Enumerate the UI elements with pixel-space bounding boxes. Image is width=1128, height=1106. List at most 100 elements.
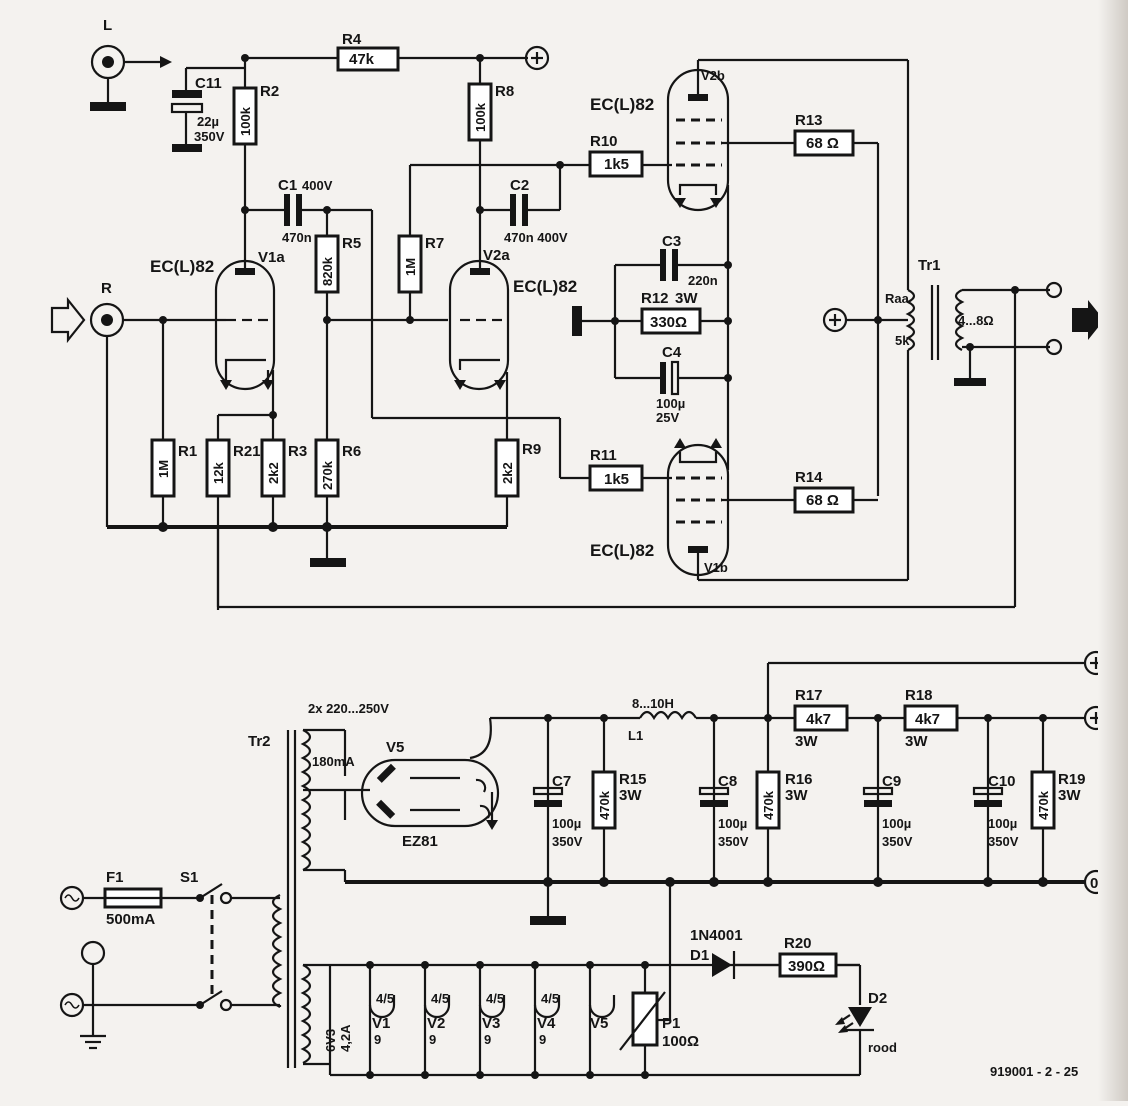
v1a-tube-type: EC(L)82 bbox=[150, 257, 214, 276]
ground-cathode bbox=[572, 306, 582, 336]
s1-mains-switch[interactable] bbox=[196, 883, 233, 1012]
r10-resistor bbox=[588, 150, 644, 178]
v2-heater-label: V2 bbox=[427, 1015, 445, 1032]
v1b-tube-type: EC(L)82 bbox=[590, 541, 654, 560]
l-input-jack bbox=[90, 44, 172, 111]
r7-value: 1M bbox=[403, 258, 418, 276]
mains-input-bottom bbox=[59, 992, 200, 1018]
r4-label: R4 bbox=[342, 31, 362, 48]
p1-value: 100Ω bbox=[662, 1033, 699, 1050]
c9-value-2: 350V bbox=[882, 834, 913, 849]
d2-led bbox=[835, 1007, 874, 1075]
r15-label: R15 bbox=[619, 771, 647, 788]
c1-value-2: 470n bbox=[282, 230, 312, 245]
r1-resistor bbox=[150, 438, 176, 498]
r12-power: 3W bbox=[675, 290, 698, 307]
r5-resistor bbox=[314, 234, 340, 294]
c10-capacitor bbox=[972, 786, 1004, 796]
s1-label: S1 bbox=[180, 869, 198, 886]
v1b-label: V1b bbox=[704, 560, 728, 575]
r4-value: 47k bbox=[349, 51, 375, 68]
v3-heater-pin9: 9 bbox=[484, 1032, 491, 1047]
ground-amp bbox=[310, 558, 346, 567]
c8-label: C8 bbox=[718, 773, 737, 790]
c4-value-2: 25V bbox=[656, 410, 679, 425]
r6-value: 270k bbox=[320, 460, 335, 490]
r5-value: 820k bbox=[320, 256, 335, 286]
tr2-secondary-voltage: 2x 220...250V bbox=[308, 701, 389, 716]
tr2-current: 180mA bbox=[312, 754, 355, 769]
v1-heater-pin: 4/5 bbox=[376, 991, 394, 1006]
r7-label: R7 bbox=[425, 235, 444, 252]
raa-label: Raa bbox=[885, 291, 910, 306]
v2a-tube-type: EC(L)82 bbox=[513, 277, 577, 296]
f1-value: 500mA bbox=[106, 911, 155, 928]
r20-label: R20 bbox=[784, 935, 812, 952]
c8-value-1: 100µ bbox=[718, 816, 747, 831]
v4-heater-pin: 4/5 bbox=[541, 991, 559, 1006]
r17-value: 4k7 bbox=[806, 711, 831, 728]
v1a-tube bbox=[214, 259, 276, 391]
r5-label: R5 bbox=[342, 235, 361, 252]
r18-label: R18 bbox=[905, 687, 933, 704]
page-edge-shadow bbox=[1098, 0, 1128, 1101]
heater-voltage: 6V3 bbox=[323, 1029, 338, 1052]
r1-label: R1 bbox=[178, 443, 197, 460]
v1a-label: V1a bbox=[258, 249, 285, 266]
r18-value: 4k7 bbox=[915, 711, 940, 728]
l-input-label: L bbox=[103, 17, 112, 34]
r-input-label: R bbox=[101, 280, 112, 297]
v1-heater-label: V1 bbox=[372, 1015, 390, 1032]
d2-color: rood bbox=[868, 1040, 897, 1055]
r3-resistor bbox=[260, 438, 286, 498]
r19-label: R19 bbox=[1058, 771, 1086, 788]
v2-heater-pin9: 9 bbox=[429, 1032, 436, 1047]
v4-heater-label: V4 bbox=[537, 1015, 556, 1032]
d1-label: D1 bbox=[690, 947, 709, 964]
tr2-transformer bbox=[271, 729, 312, 1068]
ez81-rectifier-tube bbox=[360, 758, 500, 830]
c11-value-1: 22µ bbox=[197, 114, 219, 129]
c4-label: C4 bbox=[662, 344, 682, 361]
r13-value: 68 Ω bbox=[806, 135, 839, 152]
c11-capacitor bbox=[170, 68, 204, 152]
raa-value: 5k bbox=[895, 333, 910, 348]
v2b-label: V2b bbox=[701, 68, 725, 83]
heater-filament-v3 bbox=[476, 961, 506, 1079]
speaker-terminal-1 bbox=[1045, 281, 1063, 299]
v5-heater-label: V5 bbox=[590, 1015, 608, 1032]
d1-type: 1N4001 bbox=[690, 927, 743, 944]
r19-power: 3W bbox=[1058, 787, 1081, 804]
c9-capacitor bbox=[862, 786, 894, 796]
r14-label: R14 bbox=[795, 469, 823, 486]
r12-label: R12 bbox=[641, 290, 669, 307]
v3-heater-pin: 4/5 bbox=[486, 991, 504, 1006]
heater-current: 4,2A bbox=[338, 1024, 353, 1052]
c9-label: C9 bbox=[882, 773, 901, 790]
c2-label: C2 bbox=[510, 177, 529, 194]
c7-value-2: 350V bbox=[552, 834, 583, 849]
r-output-arrow bbox=[1072, 300, 1104, 340]
r6-label: R6 bbox=[342, 443, 361, 460]
r19-resistor bbox=[1030, 770, 1056, 830]
mains-input-top bbox=[59, 885, 105, 911]
c4-value-1: 100µ bbox=[656, 396, 685, 411]
tr1-label: Tr1 bbox=[918, 257, 941, 274]
r20-value: 390Ω bbox=[788, 958, 825, 975]
tr1-transformer bbox=[874, 285, 1050, 386]
r10-value: 1k5 bbox=[604, 156, 629, 173]
r14-value: 68 Ω bbox=[806, 492, 839, 509]
r9-label: R9 bbox=[522, 441, 541, 458]
v2a-tube bbox=[448, 259, 510, 391]
r15-value: 470k bbox=[597, 790, 612, 820]
c10-value-1: 100µ bbox=[988, 816, 1017, 831]
c11-value-2: 350V bbox=[194, 129, 225, 144]
r15-power: 3W bbox=[619, 787, 642, 804]
r16-label: R16 bbox=[785, 771, 813, 788]
r4-resistor bbox=[336, 46, 400, 72]
c10-value-2: 350V bbox=[988, 834, 1019, 849]
r16-power: 3W bbox=[785, 787, 808, 804]
d1-diode bbox=[712, 953, 732, 977]
plus-terminal-top bbox=[524, 45, 550, 71]
